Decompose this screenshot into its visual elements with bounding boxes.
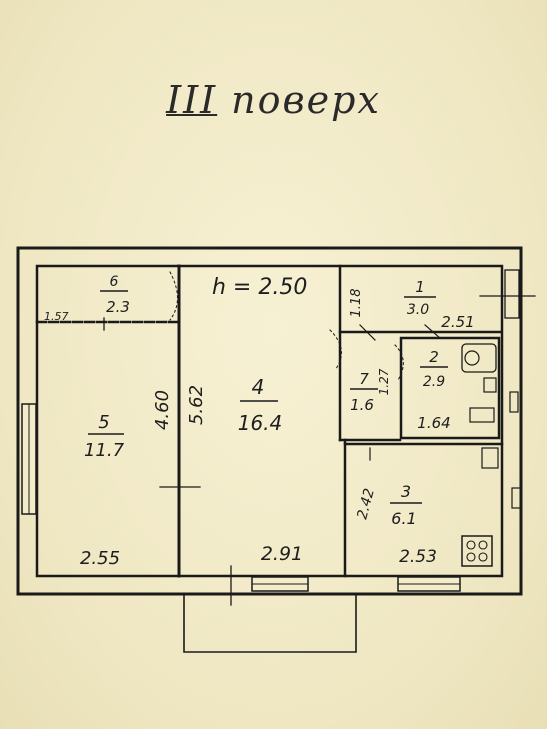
outer-wall <box>16 246 523 596</box>
room2-number: 2 <box>429 348 439 366</box>
room6-number: 6 <box>110 274 119 290</box>
wall-room2 <box>399 336 501 440</box>
room6-width-dim: 1.57 <box>44 310 69 323</box>
room4-depth-dim: 5.62 <box>186 385 207 425</box>
sink-icon <box>464 350 480 366</box>
vent-right-2 <box>509 391 519 413</box>
room5-width-dim: 2.55 <box>80 548 120 569</box>
room6-area: 2.3 <box>106 298 130 316</box>
room1-area: 3.0 <box>407 302 429 318</box>
window-bottom-1 <box>251 576 309 592</box>
room1-number: 1 <box>415 278 425 296</box>
room4-area: 16.4 <box>238 411 283 435</box>
stove-icon <box>461 535 493 567</box>
toilet-icon <box>469 407 495 423</box>
room7-area: 1.6 <box>350 396 374 414</box>
room3-depth-dim: 2.42 <box>354 487 378 521</box>
room5-area: 11.7 <box>84 440 125 461</box>
room3-number: 3 <box>401 482 411 501</box>
floor-word: поверх <box>231 78 381 122</box>
room2-area: 2.9 <box>423 374 445 390</box>
window-bottom-2 <box>397 576 461 592</box>
vent-right <box>504 269 520 319</box>
inner-wall-outline <box>35 264 504 578</box>
room2-width-dim: 1.64 <box>417 414 450 432</box>
room4-number: 4 <box>252 375 265 399</box>
floor-number: III <box>166 78 218 122</box>
room4-width-dim: 2.91 <box>261 543 303 565</box>
room5-number: 5 <box>98 412 109 433</box>
floor-title: III поверх <box>0 78 547 122</box>
balcony <box>183 593 357 653</box>
room7-number: 7 <box>359 370 369 388</box>
room7-depth-dim: 1.27 <box>377 368 391 395</box>
room1-depth-dim: 1.18 <box>349 289 364 318</box>
bathtub-icon <box>461 343 497 373</box>
window-left <box>21 403 37 515</box>
room5-depth-dim: 4.60 <box>152 390 173 430</box>
room1-width-dim: 2.51 <box>441 313 474 331</box>
ceiling-height-label: h = 2.50 <box>212 275 307 300</box>
vent-right-3 <box>511 487 522 509</box>
room3-width-dim: 2.53 <box>399 547 437 567</box>
room3-area: 6.1 <box>391 509 416 528</box>
